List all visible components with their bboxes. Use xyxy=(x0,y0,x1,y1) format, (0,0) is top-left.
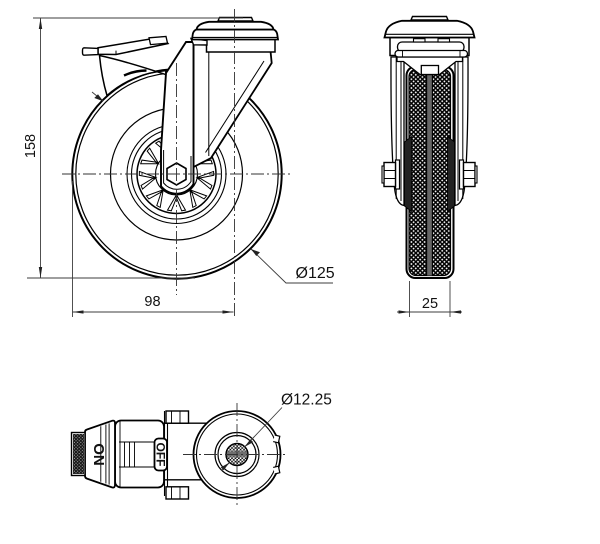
svg-text:Ø125: Ø125 xyxy=(296,265,335,282)
svg-text:25: 25 xyxy=(422,296,438,312)
svg-text:OFF: OFF xyxy=(154,443,168,467)
svg-text:158: 158 xyxy=(23,134,39,158)
svg-text:Ø12.25: Ø12.25 xyxy=(281,392,332,409)
svg-text:ON: ON xyxy=(90,443,107,466)
svg-text:98: 98 xyxy=(144,294,160,310)
